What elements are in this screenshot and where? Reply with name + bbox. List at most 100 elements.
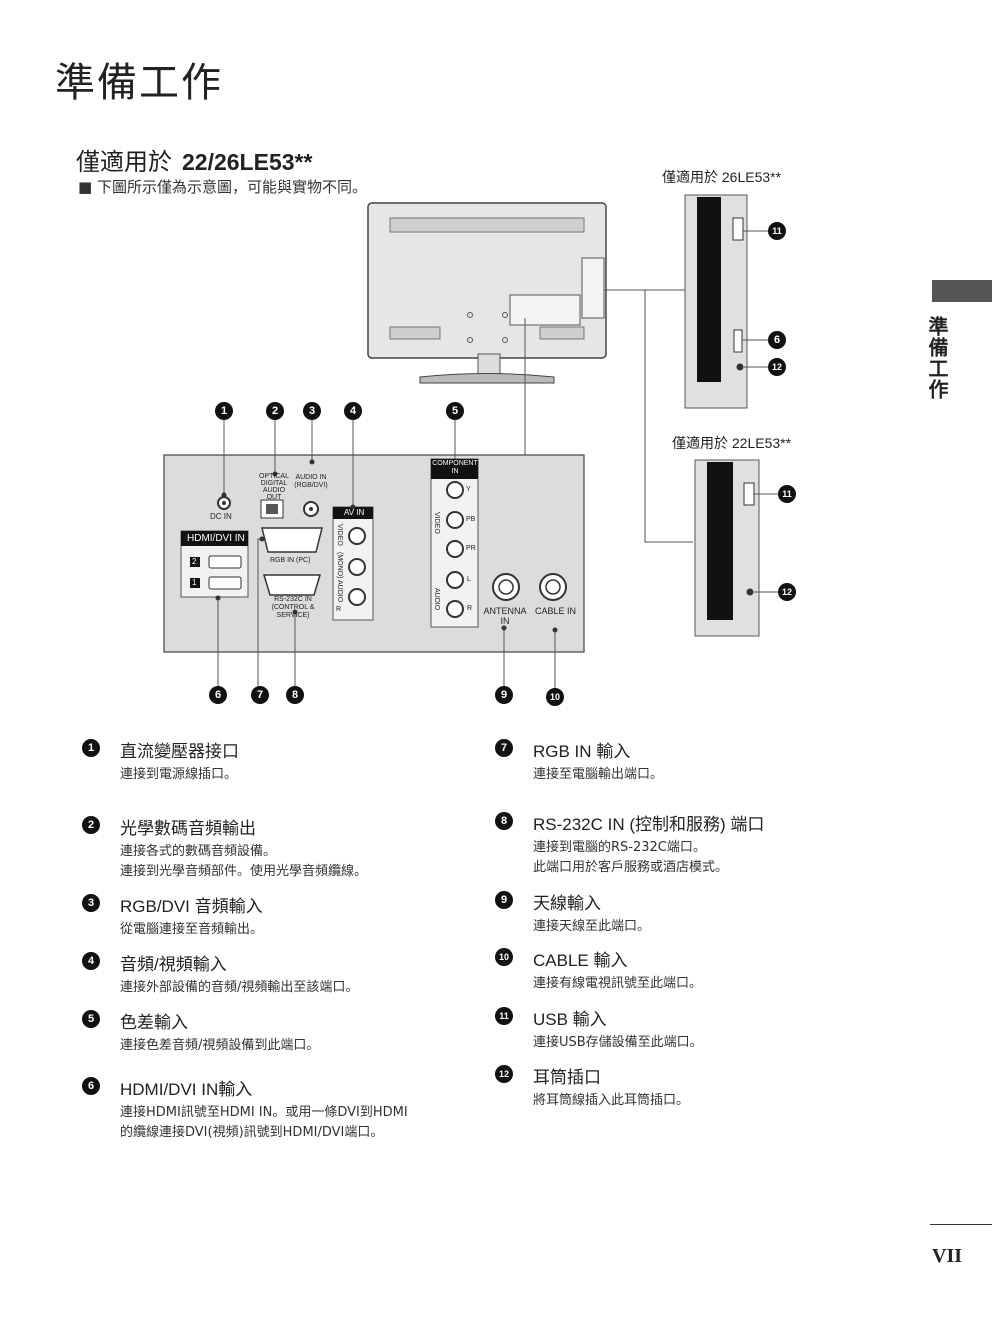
item-3: 3 RGB/DVI 音頻輸入 從電腦連接至音頻輸出。: [82, 892, 460, 940]
item-title: CABLE 輸入: [533, 951, 628, 970]
item-number: 3: [82, 894, 100, 912]
callout-6: 6: [209, 686, 227, 704]
label-av-r: R: [336, 606, 342, 613]
label-hdmi-dvi-in: HDMI/DVI IN: [187, 533, 245, 544]
item-title: 音頻/視頻輸入: [120, 955, 227, 974]
label-26-only: 僅適用於 26LE53**: [662, 169, 782, 185]
label-pb: PB: [466, 516, 476, 523]
item-number: 8: [495, 812, 513, 830]
item-1: 1 直流變壓器接口 連接到電源線插口。: [82, 737, 460, 785]
label-rs232c: RS-232C IN(CONTROL & SERVICE): [271, 596, 315, 619]
label-y: Y: [466, 486, 471, 493]
callout-10: 10: [546, 688, 564, 706]
callout-4: 4: [344, 402, 362, 420]
item-desc: 連接有線電視訊號至此端口。: [533, 976, 703, 991]
item-number: 10: [495, 948, 513, 966]
sidebar-tab-label: 準備工作: [925, 316, 949, 400]
item-desc: 從電腦連接至音頻輸出。: [120, 922, 264, 937]
callout-2: 2: [266, 402, 284, 420]
item-title: 色差輸入: [120, 1013, 188, 1032]
callout-6-26: 6: [768, 331, 786, 349]
label-comp-video: VIDEO: [433, 512, 440, 534]
item-title: 光學數碼音頻輸出: [120, 819, 256, 838]
section-title-model: 22/26LE53**: [182, 149, 313, 175]
item-number: 5: [82, 1010, 100, 1028]
side-panel-22: [694, 459, 778, 637]
side-panel-26: [684, 194, 768, 409]
label-22-only: 僅適用於 22LE53**: [672, 435, 792, 451]
callout-1: 1: [215, 402, 233, 420]
sidebar-tab-bar: [932, 280, 992, 302]
item-4: 4 音頻/視頻輸入 連接外部設備的音頻/視頻輸出至該端口。: [82, 950, 460, 998]
section-title-prefix: 僅適用於: [76, 148, 172, 176]
section-title: 僅適用於 22/26LE53**: [76, 142, 312, 177]
item-6: 6 HDMI/DVI IN輸入 連接HDMI訊號至HDMI IN。或用一條DVI…: [82, 1075, 460, 1143]
item-number: 2: [82, 816, 100, 834]
item-8: 8 RS-232C IN (控制和服務) 端口 連接到電腦的RS-232C端口。…: [495, 810, 873, 878]
item-2: 2 光學數碼音頻輸出 連接各式的數碼音頻設備。 連接到光學音頻部件。使用光學音頻…: [82, 814, 460, 882]
callout-5: 5: [446, 402, 464, 420]
item-title: HDMI/DVI IN輸入: [120, 1080, 253, 1099]
item-desc: 將耳筒線插入此耳筒插口。: [533, 1093, 690, 1108]
label-av-audio: AUDIO: [336, 580, 343, 603]
page-title: 準備工作: [55, 60, 223, 106]
callout-dots: [215, 459, 558, 633]
callout-12-22: 12: [778, 583, 796, 601]
item-desc: 連接至電腦輸出端口。: [533, 767, 664, 782]
label-cable-in: CABLE IN: [535, 606, 577, 616]
item-7: 7 RGB IN 輸入 連接至電腦輸出端口。: [495, 737, 873, 785]
callout-7: 7: [251, 686, 269, 704]
item-desc: 連接天線至此端口。: [533, 919, 651, 934]
item-title: 天線輸入: [533, 894, 601, 913]
label-l: L: [467, 576, 471, 583]
item-desc: 連接到電源線插口。: [120, 767, 238, 782]
item-title: RGB IN 輸入: [533, 742, 631, 761]
item-desc: 連接到電腦的RS-232C端口。 此端口用於客戶服務或酒店模式。: [533, 840, 729, 875]
label-pr: PR: [466, 545, 476, 552]
leader-line: [644, 290, 693, 543]
item-desc: 連接HDMI訊號至HDMI IN。或用一條DVI到HDMI 的纜線連接DVI(視…: [120, 1105, 408, 1140]
item-number: 9: [495, 891, 513, 909]
item-title: RS-232C IN (控制和服務) 端口: [533, 815, 765, 834]
label-r: R: [467, 605, 473, 612]
item-10: 10 CABLE 輸入 連接有線電視訊號至此端口。: [495, 946, 873, 994]
label-av-in: AV IN: [344, 508, 365, 517]
item-title: USB 輸入: [533, 1010, 607, 1029]
item-title: 耳筒插口: [533, 1068, 601, 1087]
item-9: 9 天線輸入 連接天線至此端口。: [495, 889, 873, 937]
callout-9: 9: [495, 686, 513, 704]
item-5: 5 色差輸入 連接色差音頻/視頻設備到此端口。: [82, 1008, 460, 1056]
note-text: ■ 下圖所示僅為示意圖，可能與實物不同。: [78, 178, 367, 196]
label-av-video: VIDEO: [336, 524, 343, 546]
label-hdmi-1: 1: [192, 578, 197, 587]
item-desc: 連接外部設備的音頻/視頻輸出至該端口。: [120, 980, 359, 995]
item-number: 11: [495, 1007, 513, 1025]
rear-panel: [163, 454, 585, 653]
label-audio-in-rgb: AUDIO IN(RGB/DVI): [294, 474, 328, 489]
item-title: RGB/DVI 音頻輸入: [120, 897, 263, 916]
callout-11-22: 11: [778, 485, 796, 503]
item-12: 12 耳筒插口 將耳筒線插入此耳筒插口。: [495, 1063, 873, 1111]
tv-back-illustration: [367, 202, 607, 384]
item-desc: 連接各式的數碼音頻設備。 連接到光學音頻部件。使用光學音頻纜線。: [120, 844, 368, 879]
item-11: 11 USB 輸入 連接USB存儲設備至此端口。: [495, 1005, 873, 1053]
label-dc-in: DC IN: [210, 512, 232, 521]
callout-12-26: 12: [768, 358, 786, 376]
item-desc: 連接色差音頻/視頻設備到此端口。: [120, 1038, 320, 1053]
callout-8: 8: [286, 686, 304, 704]
item-desc: 連接USB存儲設備至此端口。: [533, 1035, 703, 1050]
item-title: 直流變壓器接口: [120, 742, 239, 761]
callout-3: 3: [303, 402, 321, 420]
item-number: 1: [82, 739, 100, 757]
callout-11-26: 11: [768, 222, 786, 240]
item-number: 7: [495, 739, 513, 757]
connection-diagram: [163, 194, 778, 688]
label-av-mono: (MONO): [336, 552, 343, 579]
label-comp-audio: AUDIO: [433, 588, 440, 611]
item-number: 6: [82, 1077, 100, 1095]
label-rgb-in-pc: RGB IN (PC): [270, 557, 311, 564]
label-hdmi-2: 2: [192, 557, 197, 566]
